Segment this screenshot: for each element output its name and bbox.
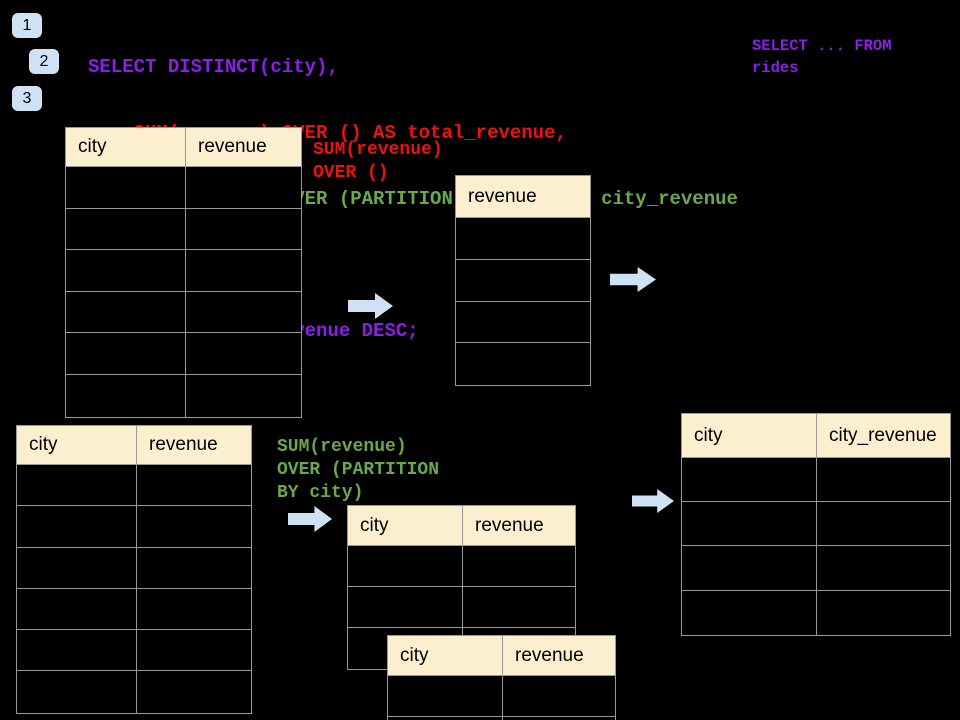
table-cell-empty [186,333,301,375]
table-cell-empty [503,717,615,720]
table-cell-empty [137,506,251,548]
step-badge-3: 3 [12,86,42,111]
table-cell-empty [463,546,575,587]
table-cell-empty [66,374,186,417]
table-cell-empty [137,465,251,507]
table-cell-empty [137,671,251,713]
table-cell-empty [817,546,950,591]
step-badge-2: 2 [29,49,59,74]
table-cell-empty [682,590,817,635]
table-cell-empty [348,587,463,628]
table-cell-empty [66,250,186,292]
table-cell-empty [17,547,137,589]
table-cell-empty [17,588,137,631]
table-cell-empty [817,590,950,635]
table-cell-empty [66,333,186,375]
annotation-sum-partition-label: SUM(revenue) OVER (PARTITION BY city) [277,437,440,503]
table-cell-empty [456,301,590,344]
column-header: city_revenue [817,414,950,458]
sql-snippet-note: SELECT ... FROM rides [752,37,892,77]
table-cell-empty [17,506,137,548]
table-cell-empty [66,291,186,334]
column-header: city [682,414,817,458]
table-cell-empty [66,208,186,251]
column-header: city [17,426,137,465]
table-cell-empty [503,676,615,717]
sql-line-select: SELECT DISTINCT(city), [88,56,339,78]
column-header: city [66,128,186,167]
arrow-right-icon [632,489,674,513]
table-cell-empty [186,167,301,209]
table-cell-empty [186,208,301,251]
table-cell-empty [137,588,251,631]
table-cell-empty [817,458,950,503]
column-header: revenue [137,426,251,465]
column-header: revenue [503,636,615,676]
table-cell-empty [456,343,590,386]
table-cell-empty [17,671,137,713]
column-header: city [348,506,463,546]
arrow-right-icon [288,506,332,532]
table-cell-empty [17,630,137,672]
table-cell-empty [137,630,251,672]
table-cell-empty [137,547,251,589]
table-cell-empty [348,546,463,587]
column-header: city [388,636,503,676]
table-cell-empty [682,458,817,503]
column-header: revenue [456,176,590,218]
table-cell-empty [388,717,503,720]
table-cell-empty [682,546,817,591]
table-cell-empty [186,374,301,417]
table-total-revenue: revenue [455,175,591,387]
column-header: revenue [463,506,575,546]
table-cell-empty [186,250,301,292]
table-cell-empty [66,167,186,209]
table-cell-empty [456,259,590,302]
column-header: revenue [186,128,301,167]
table-cell-empty [817,502,950,547]
table-cell-empty [456,218,590,260]
table-cell-empty [186,291,301,334]
table-cell-empty [463,587,575,628]
annotation-sum-over-label: SUM(revenue) OVER () [313,140,443,183]
table-cell-empty [17,465,137,507]
table-cell-empty [682,502,817,547]
table-cell-empty [388,676,503,717]
step-badge-1: 1 [12,13,42,38]
